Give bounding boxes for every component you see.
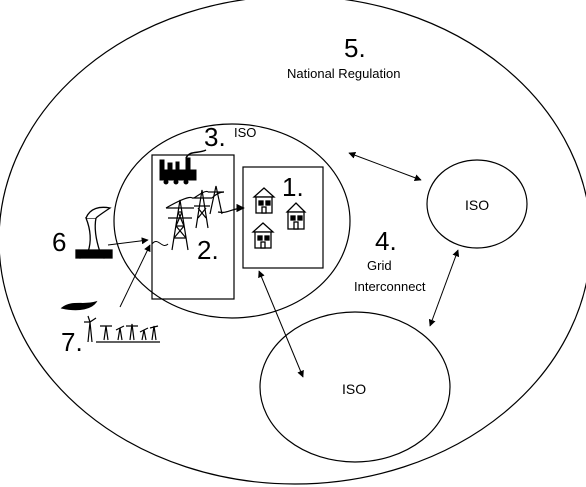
transmission-number: 2. <box>197 235 219 265</box>
national-number: 5. <box>344 33 366 63</box>
iso-main-ellipse <box>113 123 351 319</box>
iso-main-label: ISO <box>234 125 256 140</box>
houses-icon <box>251 187 307 249</box>
interconnect-label-line2: Interconnect <box>354 279 426 294</box>
generation-plant-number: 6 <box>52 227 66 257</box>
consumers-number: 1. <box>282 172 304 202</box>
arrow-transmission-to-consumers <box>217 203 245 214</box>
iso-bottom-label: ISO <box>342 381 366 397</box>
interconnect-label-line1: Grid <box>367 258 392 273</box>
arrow-renewables-to-transmission <box>119 244 151 308</box>
transmission-tower-icon <box>165 185 225 251</box>
arrow-plant-to-transmission <box>107 237 149 246</box>
arrow-consumers-to-iso-bottom <box>258 270 304 378</box>
iso-right-ellipse <box>426 159 528 249</box>
renewables-number: 7. <box>61 327 83 357</box>
arrow-iso-right-to-iso-bottom <box>428 249 460 327</box>
power-plant-icon <box>75 206 113 259</box>
national-label: National Regulation <box>287 66 400 81</box>
consumers-box <box>242 166 324 269</box>
arrow-iso-to-iso-right <box>348 151 422 182</box>
interconnect-number: 4. <box>375 226 397 256</box>
renewables-icon <box>60 300 160 343</box>
wire-curl <box>151 240 169 246</box>
transmission-box <box>151 154 235 300</box>
iso-bottom-ellipse <box>259 311 451 463</box>
factory-icon <box>159 149 207 185</box>
iso-right-label: ISO <box>465 197 489 213</box>
iso-main-number: 3. <box>204 122 226 152</box>
